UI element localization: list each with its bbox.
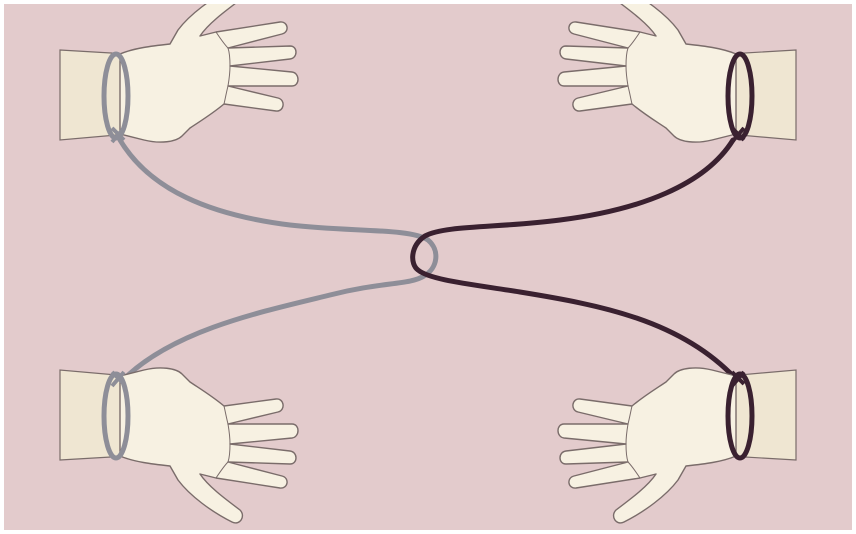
illustration-canvas: [0, 0, 856, 534]
rope-puzzle-illustration: [0, 0, 856, 534]
